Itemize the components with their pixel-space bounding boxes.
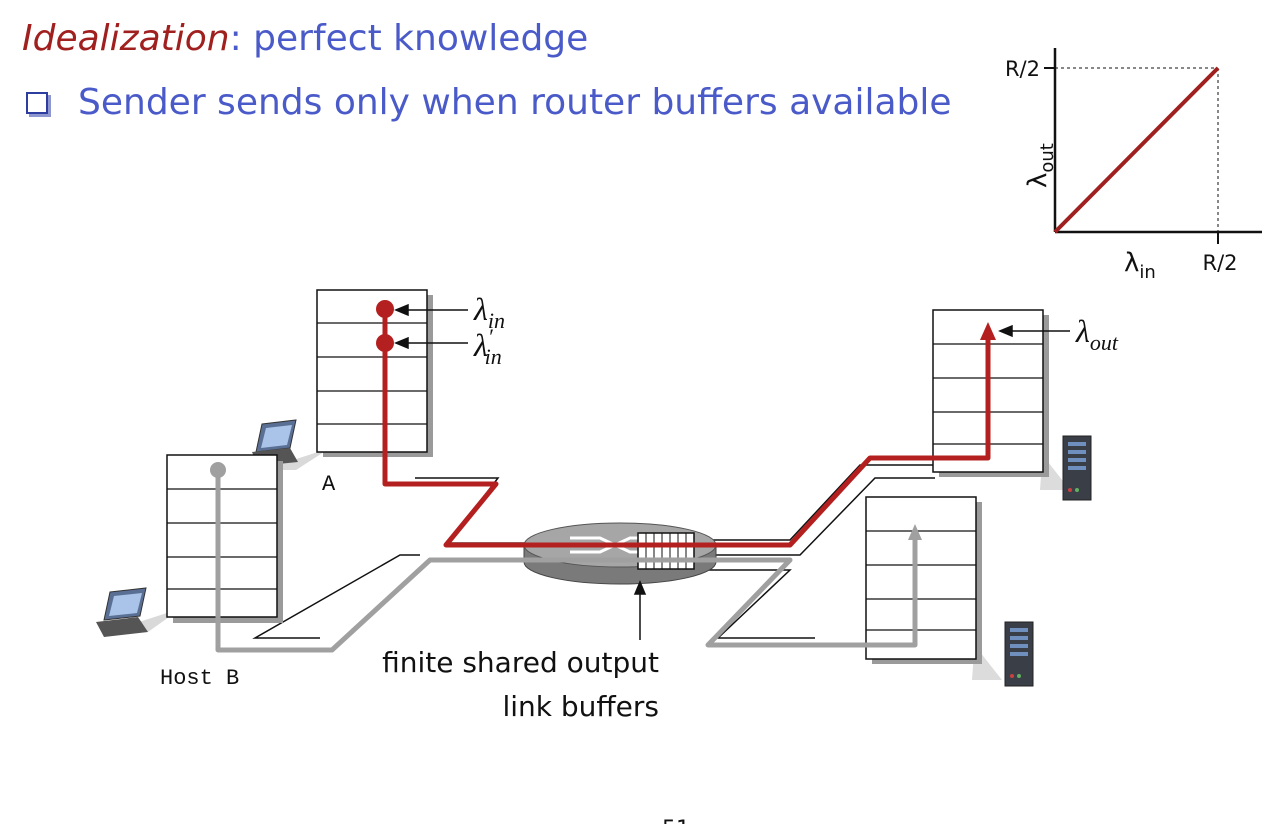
bullet-text: Sender sends only when router buffers av… — [78, 82, 952, 123]
receiver-top-buffer — [932, 309, 1070, 490]
page-number: 51 — [662, 817, 690, 824]
host-a-flow — [382, 310, 991, 548]
chart-y-axis-label: λout — [1023, 143, 1058, 188]
bullet-box-icon — [26, 91, 48, 114]
lambda-in-prime-point — [376, 334, 394, 352]
server-icon — [1062, 435, 1092, 501]
lambda-in-arrowhead — [394, 303, 409, 317]
host-b-queue — [166, 454, 278, 618]
host-b-flow-arrowhead — [908, 524, 922, 540]
receiver-bottom-buffer — [865, 496, 1002, 680]
lambda-out-label: λout — [1075, 313, 1119, 355]
buffer-caption-line1: finite shared output — [382, 646, 659, 679]
host-a-label: A — [322, 472, 336, 497]
bullet-item: Sender sends only when router buffers av… — [26, 82, 952, 123]
host-b-buffer — [108, 454, 283, 632]
lambda-in-point — [376, 300, 394, 318]
laptop-icon — [96, 587, 148, 637]
receiver-bottom-queue — [865, 496, 977, 660]
host-a-buffer — [262, 289, 433, 470]
host-a-queue — [316, 289, 428, 453]
chart-x-tick-label: R/2 — [1202, 251, 1237, 275]
chart-series-line — [1053, 66, 1220, 234]
router-icon — [523, 522, 717, 585]
lambda-in-label: λin — [473, 291, 505, 333]
host-a-flow-arrowhead — [980, 322, 996, 340]
title-rest: : perfect knowledge — [229, 18, 589, 59]
title-emphasis: Idealization — [22, 18, 230, 59]
server-icon — [1004, 621, 1034, 687]
chart-y-tick-label: R/2 — [1005, 57, 1040, 81]
host-b-label: Host B — [160, 666, 239, 691]
host-b-flow — [215, 470, 918, 653]
throughput-chart: R/2 R/2 λin λout — [1005, 48, 1262, 283]
lambda-in-prime-arrowhead — [394, 336, 409, 350]
host-b-flow-start — [210, 462, 226, 478]
output-link-buffer — [637, 532, 695, 570]
chart-x-axis-label: λin — [1124, 248, 1156, 283]
lambda-out-arrowhead — [998, 324, 1013, 338]
slide-title: Idealization: perfect knowledge — [22, 18, 588, 59]
buffer-pointer-arrowhead — [633, 580, 647, 595]
lambda-in-prime-label: λ′in — [473, 324, 502, 369]
buffer-caption-line2: link buffers — [502, 690, 659, 723]
